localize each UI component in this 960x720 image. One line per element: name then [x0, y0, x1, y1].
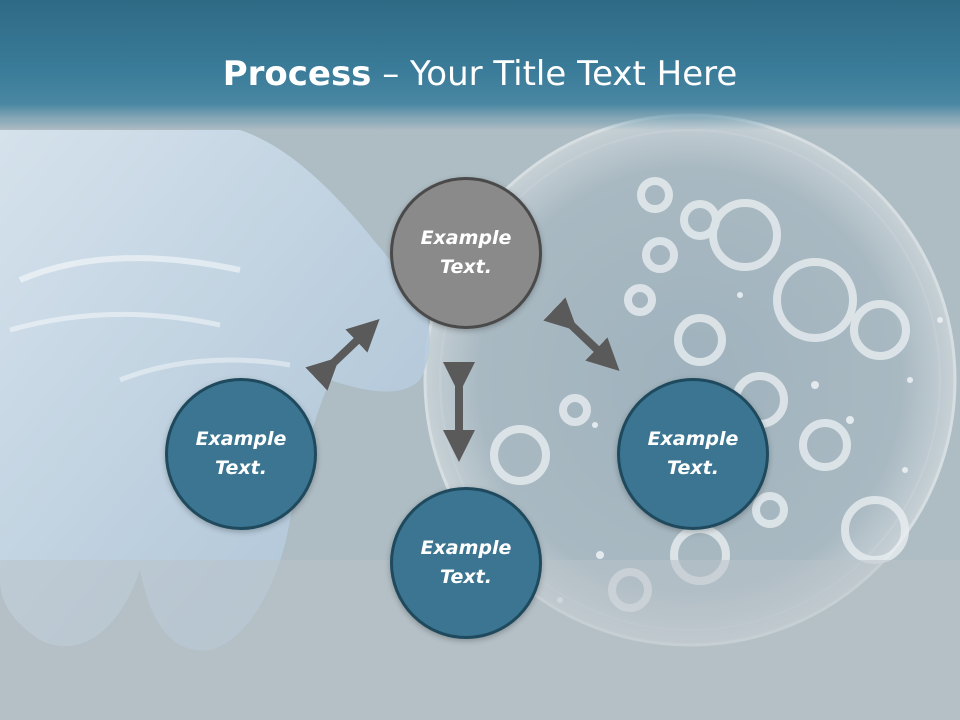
node-left-line1: Example — [195, 428, 287, 450]
arrow-top-right — [543, 297, 620, 372]
node-left-line2: Text. — [215, 457, 267, 479]
title-bold: Process — [222, 54, 372, 94]
node-bottom-line2: Text. — [440, 566, 492, 588]
node-right-line1: Example — [647, 428, 739, 450]
node-top-line2: Text. — [440, 256, 492, 278]
node-right-line2: Text. — [667, 457, 719, 479]
slide-title: Process – Your Title Text Here — [0, 50, 960, 98]
node-top-line1: Example — [420, 227, 512, 249]
title-bar — [0, 0, 960, 130]
arrow-top-left — [305, 318, 380, 391]
title-rest: – Your Title Text Here — [371, 54, 738, 94]
node-bottom-line1: Example — [420, 537, 512, 559]
